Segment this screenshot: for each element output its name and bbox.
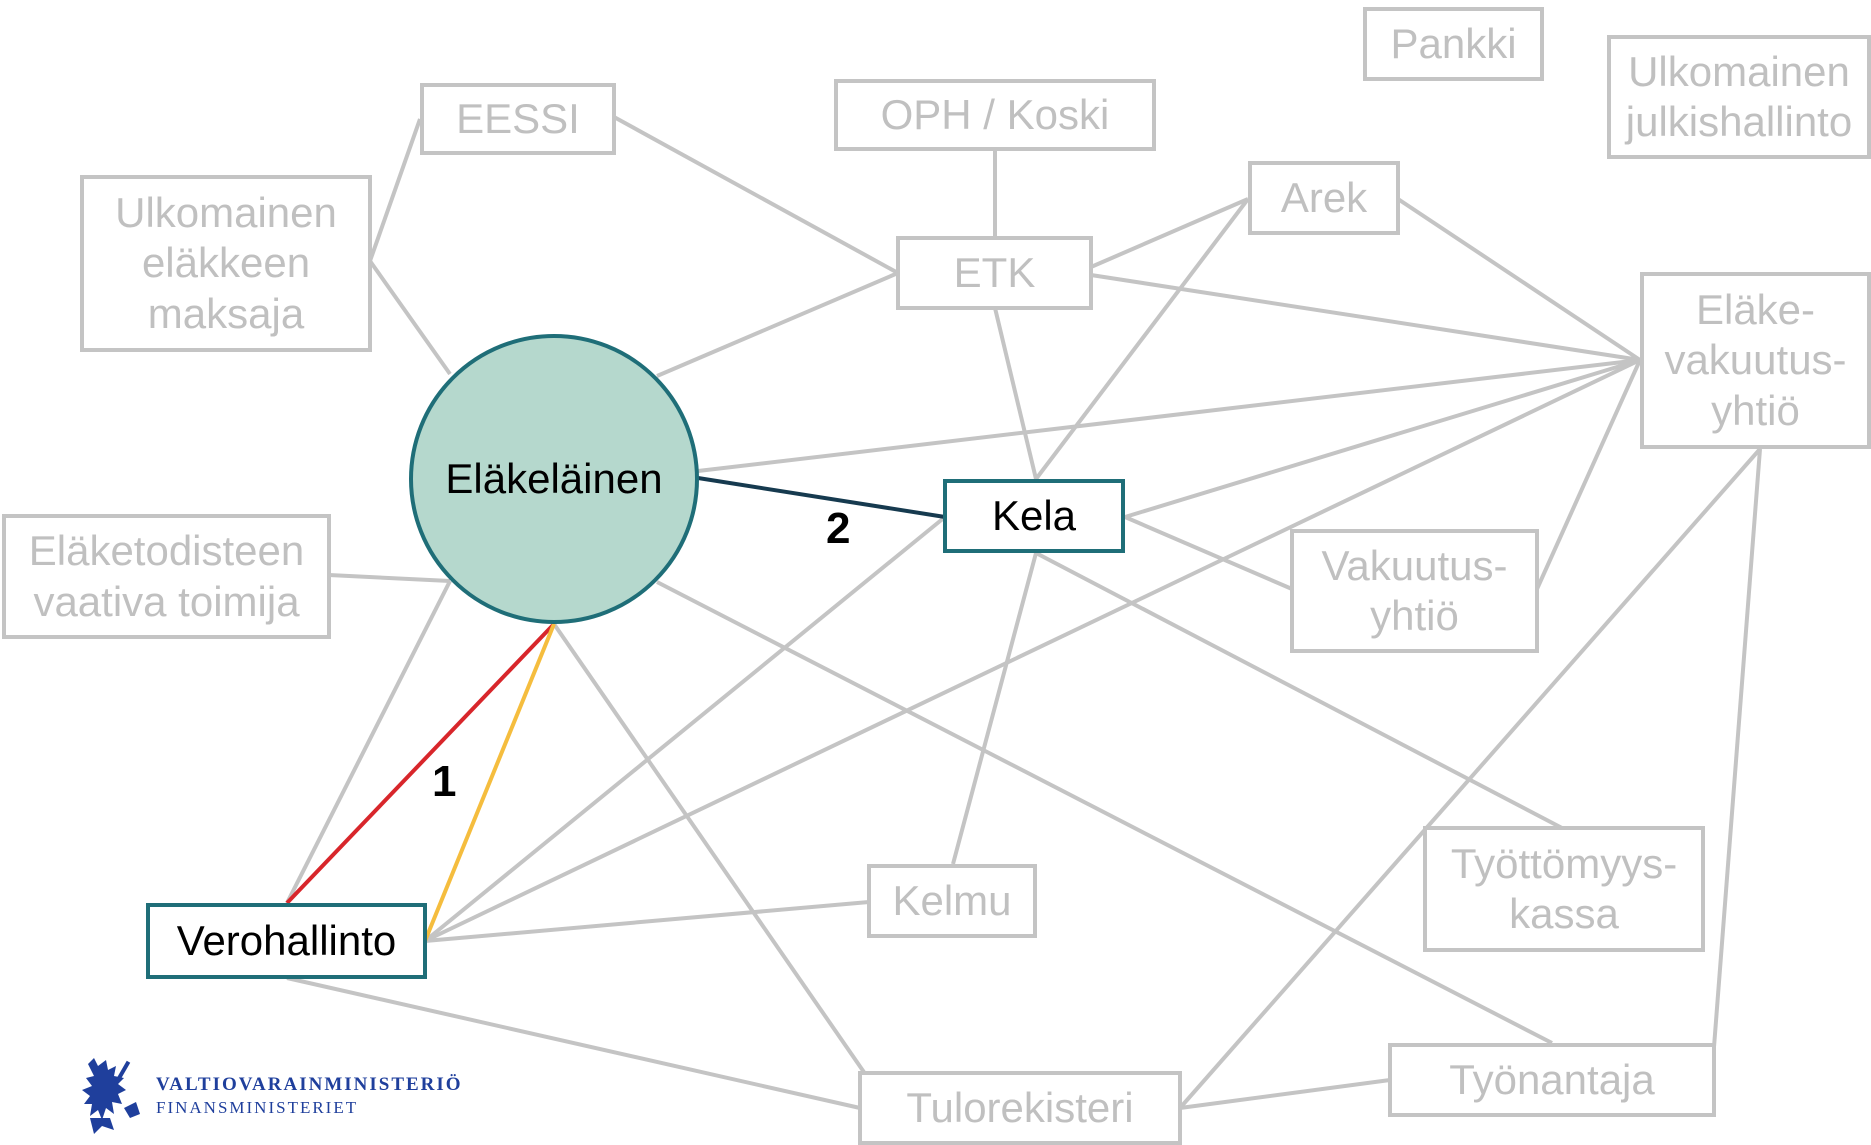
edge-elakelainen-verohallinto-gray: [285, 580, 452, 904]
edge-arek-kela: [1034, 197, 1250, 481]
node-vakuutusyhtio: Vakuutus- yhtiö: [1290, 529, 1539, 653]
edge-kela-verohallinto: [423, 515, 947, 943]
node-kelmu: Kelmu: [867, 864, 1037, 938]
edge-etk-arek: [1090, 197, 1249, 269]
edge-elakelainen-elakevakuutusyhtio: [697, 358, 1641, 473]
node-kela: Kela: [943, 479, 1125, 553]
edge-elakevakuutusyhtio-tyonantaja: [1712, 448, 1762, 1048]
edge-elakelainen-verohallinto-red: [285, 622, 556, 905]
edge-kela-tyottomyyskassa: [1035, 551, 1563, 830]
node-ulkomainen-julkishallinto: Ulkomainen julkishallinto: [1607, 35, 1871, 159]
node-ulkomainen-elakkeen-maksaja: Ulkomainen eläkkeen maksaja: [80, 175, 372, 352]
logo-line-1: VALTIOVARAINMINISTERIÖ: [156, 1073, 463, 1095]
edge-etk-elakevakuutusyhtio: [1090, 273, 1641, 362]
edge-label-2: 2: [826, 504, 851, 553]
edge-etk-kela: [993, 307, 1038, 480]
edge-elakelainen-tulorekisteri: [552, 622, 879, 1093]
edge-elakelainen-tyonantaja: [656, 580, 1553, 1045]
node-verohallinto: Verohallinto: [146, 903, 427, 979]
edge-label-1: 1: [432, 757, 457, 806]
edge-kela-vakuutusyhtio: [1124, 515, 1293, 591]
edge-verohallinto-kelmu: [424, 900, 870, 943]
edge-elakelainen-verohallinto-yellow: [423, 623, 556, 942]
edge-arek-elakevakuutusyhtio: [1396, 197, 1642, 362]
edge-verohallinto-tulorekisteri: [286, 976, 861, 1110]
edge-eessi-etk: [613, 115, 899, 275]
logo-line-2: FINANSMINISTERIET: [156, 1098, 359, 1118]
ministry-logo: VALTIOVARAINMINISTERIÖ FINANSMINISTERIET: [80, 1056, 463, 1136]
node-tyottomyyskassa: Työttömyys- kassa: [1423, 826, 1705, 952]
edge-verohallinto-elakevakuutusyhtio: [424, 358, 1641, 943]
edge-tulorekisteri-tyonantaja: [1179, 1078, 1391, 1110]
node-eessi: EESSI: [420, 83, 616, 155]
edge-etk-elakelainen: [656, 271, 899, 378]
heraldic-lion-icon: [82, 1058, 140, 1134]
edge-eessi-ulkomainen-maksaja: [368, 118, 422, 262]
edge-tulorekisteri-elakevakuutusyhtio: [1178, 447, 1762, 1110]
node-elaketodisteen-vaativa-toimija: Eläketodisteen vaativa toimija: [2, 514, 331, 639]
edge-kela-kelmu: [951, 552, 1038, 865]
edge-elaketodiste-elakelainen: [328, 573, 451, 583]
edge-ulkomainen-maksaja-elakelainen: [368, 259, 452, 376]
node-elakelainen: Eläkeläinen: [409, 334, 699, 624]
node-oph-koski: OPH / Koski: [834, 79, 1156, 151]
edge-vakuutusyhtio-elakevakuutusyhtio: [1535, 359, 1642, 590]
node-arek: Arek: [1248, 161, 1400, 235]
node-etk: ETK: [896, 236, 1093, 310]
edge-elakelainen-kela-dark: [697, 476, 946, 519]
node-elakevakuutusyhtio: Eläke- vakuutus- yhtiö: [1640, 272, 1871, 449]
edge-kela-elakevakuutusyhtio: [1124, 358, 1641, 519]
node-pankki: Pankki: [1363, 7, 1544, 81]
node-tulorekisteri: Tulorekisteri: [858, 1071, 1182, 1145]
node-tyonantaja: Työnantaja: [1388, 1043, 1716, 1117]
